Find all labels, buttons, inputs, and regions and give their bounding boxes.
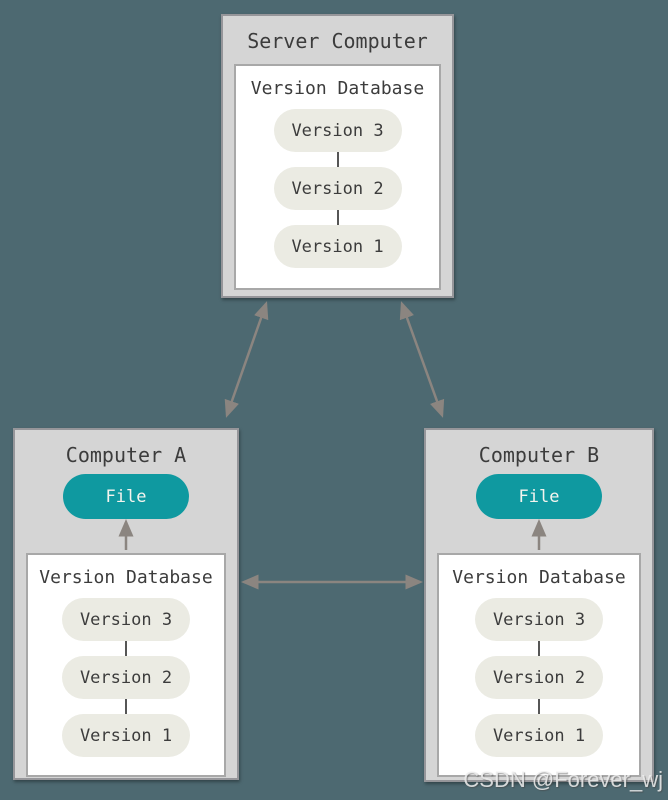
pill-connector bbox=[125, 699, 127, 714]
computer-a-file-pill: File bbox=[63, 474, 189, 519]
computer-a-version-3-pill: Version 3 bbox=[62, 598, 190, 641]
server-version-1-pill: Version 1 bbox=[273, 225, 402, 268]
arrow-server-computer-b bbox=[399, 301, 445, 418]
computer-b-version-2-pill: Version 2 bbox=[475, 656, 603, 699]
pill-connector bbox=[336, 152, 339, 167]
computer-a-title: Computer A bbox=[65, 443, 187, 467]
computer-b-box: Computer B File Version Database Version… bbox=[424, 428, 654, 782]
server-computer-title: Server Computer bbox=[247, 29, 428, 53]
pill-connector bbox=[336, 210, 339, 225]
computer-b-version-database-box: Version Database Version 3 Version 2 Ver… bbox=[437, 553, 641, 777]
pill-connector bbox=[538, 699, 540, 714]
computer-b-file-pill: File bbox=[476, 474, 602, 519]
pill-connector bbox=[125, 641, 127, 656]
computer-b-title: Computer B bbox=[478, 443, 600, 467]
server-version-database-box: Version Database Version 3 Version 2 Ver… bbox=[234, 64, 441, 290]
computer-a-version-database-title: Version Database bbox=[39, 567, 213, 588]
csdn-watermark: CSDN @Forever_wj bbox=[463, 767, 663, 792]
computer-a-box: Computer A File Version Database Version… bbox=[13, 428, 239, 780]
computer-b-version-database-title: Version Database bbox=[452, 567, 626, 588]
pill-connector bbox=[538, 641, 540, 656]
server-version-3-pill: Version 3 bbox=[273, 109, 402, 152]
server-version-2-pill: Version 2 bbox=[273, 167, 402, 210]
computer-a-version-database-box: Version Database Version 3 Version 2 Ver… bbox=[26, 553, 226, 777]
computer-a-version-1-pill: Version 1 bbox=[62, 714, 190, 757]
arrow-server-computer-a bbox=[224, 301, 269, 418]
computer-b-version-1-pill: Version 1 bbox=[475, 714, 603, 757]
computer-a-version-2-pill: Version 2 bbox=[62, 656, 190, 699]
computer-b-version-3-pill: Version 3 bbox=[475, 598, 603, 641]
server-computer-box: Server Computer Version Database Version… bbox=[221, 14, 454, 298]
server-version-database-title: Version Database bbox=[250, 78, 425, 99]
